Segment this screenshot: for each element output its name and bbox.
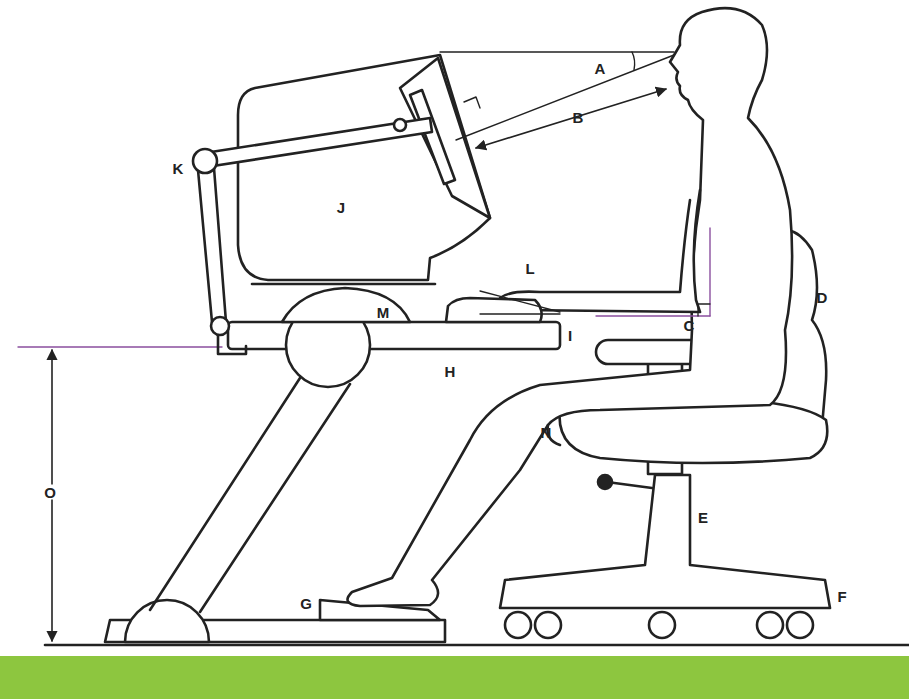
desk-base-wheel (125, 600, 209, 642)
keyboard (446, 298, 542, 322)
arm-joint (211, 317, 229, 335)
desk-leg (150, 378, 350, 612)
eye-level-line (440, 51, 674, 52)
elbow-angle-line (596, 315, 710, 316)
right-angle-mark (464, 97, 480, 108)
right-angle-mark (698, 304, 710, 316)
callout-letter: I (568, 328, 572, 343)
person-arm (500, 190, 700, 312)
callout-letter: K (173, 161, 184, 176)
callout-letter: J (337, 200, 345, 215)
arm-pivot (394, 119, 406, 131)
angle-arc (632, 52, 635, 70)
callout-letter: B (573, 110, 584, 125)
callout-letter: A (595, 61, 606, 76)
callout-letter: O (44, 485, 56, 500)
elbow-angle-line (709, 228, 710, 316)
callout-letter: G (300, 596, 312, 611)
callout-letter: N (541, 425, 552, 440)
desk-height-line (18, 346, 222, 347)
chair-wheels (505, 612, 813, 638)
monitor-stand-line (252, 283, 435, 286)
monitor-swivel (282, 288, 410, 322)
callout-letter: F (837, 589, 846, 604)
callout-letter: E (698, 510, 708, 525)
monitor-arm-post (198, 168, 226, 322)
chair-base (500, 475, 830, 608)
callout-letter: C (684, 318, 695, 333)
monitor-body (238, 55, 490, 280)
floor-line (45, 644, 909, 647)
distance-arrow (476, 89, 666, 148)
monitor-screen (400, 58, 490, 218)
callout-letter: L (525, 261, 534, 276)
wrist-angle-line (480, 313, 560, 314)
green-band (0, 656, 909, 699)
callout-letter: H (445, 364, 456, 379)
lever-knob (598, 475, 612, 489)
desk-top (228, 322, 560, 349)
arm-joint (193, 149, 217, 173)
callout-letter: M (377, 305, 390, 320)
screen-slot (410, 90, 455, 184)
monitor-arm (198, 118, 432, 168)
chair-lever (607, 482, 652, 488)
wrist-angle-line (480, 291, 560, 312)
callout-letter: D (817, 290, 828, 305)
person-silhouette (348, 8, 793, 606)
